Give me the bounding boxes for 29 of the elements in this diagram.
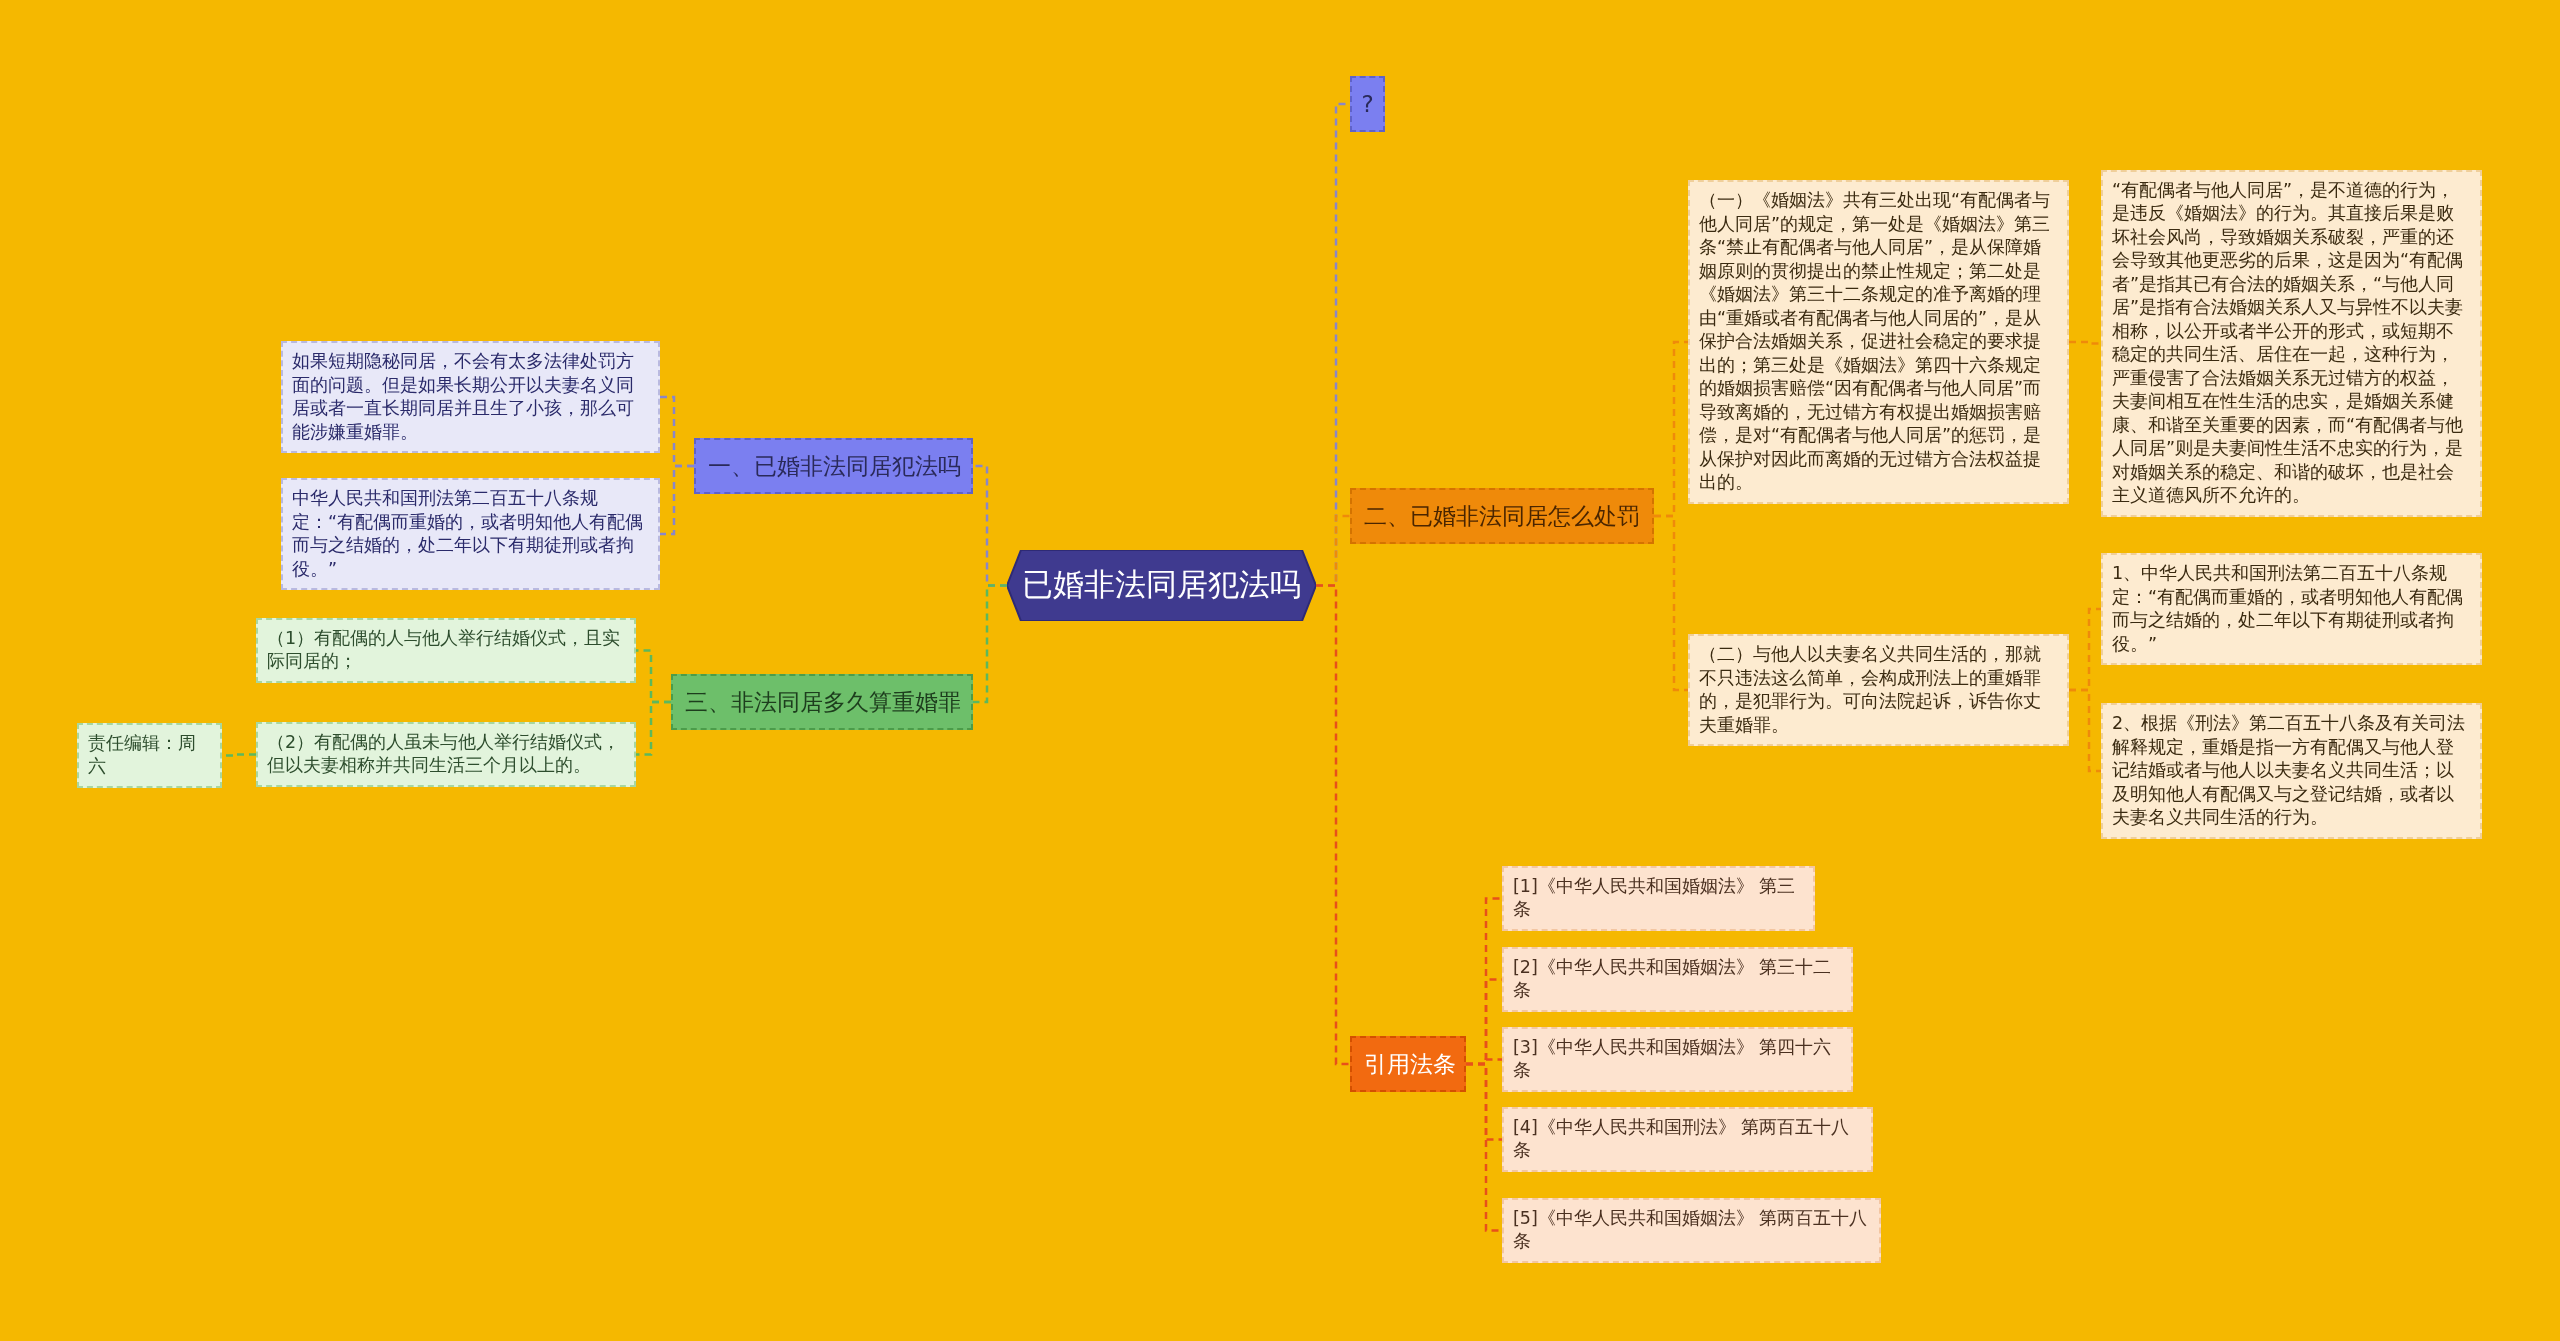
connector-line bbox=[2069, 340, 2101, 345]
note-box: “有配偶者与他人同居”，是不道德的行为，是违反《婚姻法》的行为。其直接后果是败坏社会风尚，导致婚姻关系破裂，严重的还会导致其他更恶劣的后果，这是因为“有配偶者”是指其已有合法的婚姻关系，“与他人同居”是指有合法婚姻关系人又与异性不以夫妻相称，以公开或者半公开的形式，或短期不稳定的共同生活、居住在一起，这种行为，严重侵害了合法婚姻关系无过错方的权益，夫妻间相互在性生活的忠实，是婚姻关系健康、和谐至关重要的因素，而“有配偶者与他人同居”则是夫妻间性生活不忠实的行为，是对婚姻关系的稳定、和谐的破坏，也是社会主义道德风所不允许的。 bbox=[2101, 169, 2482, 517]
central-topic-hexagon: 已婚非法同居犯法吗 bbox=[1007, 549, 1316, 621]
reference-box: [4]《中华人民共和国刑法》 第两百五十八条 bbox=[1502, 1106, 1873, 1172]
connector-line bbox=[973, 584, 1007, 704]
reference-box: [2]《中华人民共和国婚姻法》 第三十二条 bbox=[1502, 946, 1853, 1012]
reference-box: [1]《中华人民共和国婚姻法》 第三条 bbox=[1502, 865, 1815, 931]
note-box: 中华人民共和国刑法第二百五十八条规定：“有配偶而重婚的，或者明知他人有配偶而与之结婚的，处二年以下有期徒刑或者拘役。” bbox=[281, 478, 660, 590]
connector-line bbox=[1466, 1062, 1502, 1232]
connector-line bbox=[660, 464, 694, 536]
connector-line bbox=[636, 700, 671, 756]
topic-box: 三、非法同居多久算重婚罪 bbox=[671, 674, 973, 730]
note-box: （2）有配偶的人虽未与他人举行结婚仪式，但以夫妻相称并共同生活三个月以上的。 bbox=[256, 721, 636, 787]
note-box: 如果短期隐秘同居，不会有太多法律处罚方面的问题。但是如果长期公开以夫妻名义同居或者一直长期同居并且生了小孩，那么可能涉嫌重婚罪。 bbox=[281, 341, 660, 453]
connector-line bbox=[2069, 688, 2101, 773]
topic-box: 引用法条 bbox=[1350, 1036, 1466, 1092]
note-box: 2、根据《刑法》第二百五十八条及有关司法解释规定，重婚是指一方有配偶又与他人登记结婚或者与他人以夫妻名义共同生活；以及明知他人有配偶又与之登记结婚，或者以夫妻名义共同生活的行为。 bbox=[2101, 703, 2482, 839]
reference-box: [3]《中华人民共和国婚姻法》 第四十六条 bbox=[1502, 1026, 1853, 1092]
connector-line bbox=[1316, 584, 1350, 1066]
note-box: 责任编辑：周六 bbox=[77, 722, 222, 788]
connector-line bbox=[1654, 514, 1688, 692]
topic-box: 一、已婚非法同居犯法吗 bbox=[694, 438, 973, 494]
topic-box: ? bbox=[1350, 76, 1385, 132]
note-box: （1）有配偶的人与他人举行结婚仪式，且实际同居的； bbox=[256, 617, 636, 683]
note-box: 1、中华人民共和国刑法第二百五十八条规定：“有配偶而重婚的，或者明知他人有配偶而与之结婚的，处二年以下有期徒刑或者拘役。” bbox=[2101, 553, 2482, 665]
topic-box: 二、已婚非法同居怎么处罚 bbox=[1350, 488, 1654, 544]
note-box: （一）《婚姻法》共有三处出现“有配偶者与他人同居”的规定，第一处是《婚姻法》第三条“禁止有配偶者与他人同居”，是从保障婚姻原则的贯彻提出的禁止性规定；第二处是《婚姻法》第三十二条规定的准予离婚的理由“重婚或者有配偶者与他人同居的”，是从保护合法婚姻关系，促进社会稳定的要求提出的；第三处是《婚姻法》第四十六条规定的婚姻损害赔偿“因有配偶者与他人同居”而导致离婚的，无过错方有权提出婚姻损害赔偿，是对“有配偶者与他人同居”的惩罚，是从保护对因此而离婚的无过错方合法权益提出的。 bbox=[1688, 180, 2069, 504]
note-box: （二）与他人以夫妻名义共同生活的，那就不只违法这么简单，会构成刑法上的重婚罪的，是犯罪行为。可向法院起诉，诉告你丈夫重婚罪。 bbox=[1688, 634, 2069, 746]
reference-box: [5]《中华人民共和国婚姻法》 第两百五十八条 bbox=[1502, 1197, 1881, 1263]
